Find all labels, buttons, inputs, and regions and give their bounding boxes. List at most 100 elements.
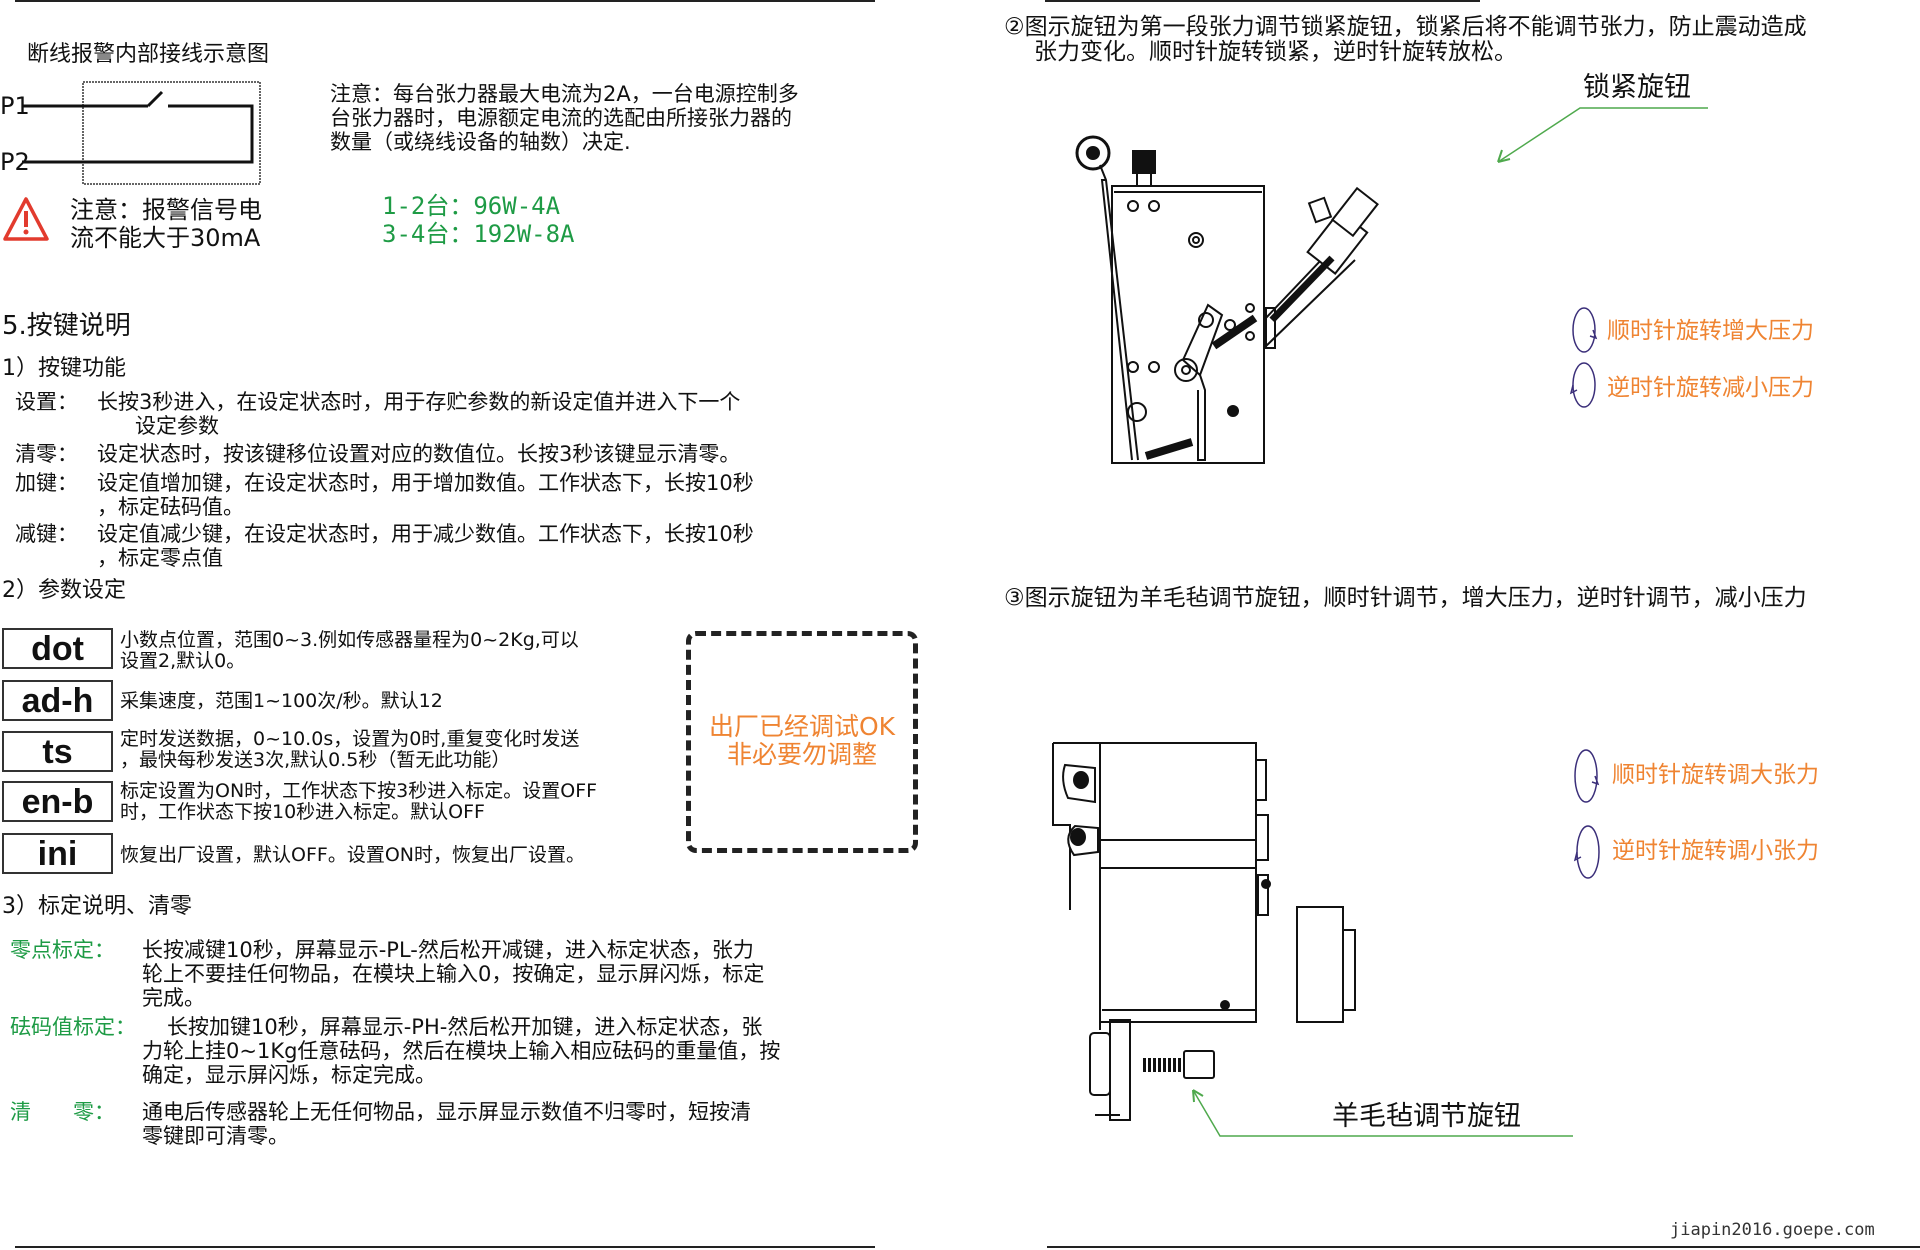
calib-desc: 长按减键10秒，屏幕显示-PL-然后松开减键，进入标定状态，张力 [142, 938, 754, 962]
side-bracket [1052, 742, 1101, 1030]
felt-side-box [1296, 906, 1344, 1023]
wiring-diagram [22, 81, 261, 185]
warning-line: 流不能大于30mA [70, 224, 261, 252]
function-desc: 设定状态时，按该键移位设置对应的数值位。长按3秒该键显示清零。 [97, 442, 741, 466]
param-desc-ini: 恢复出厂设置，默认OFF。设置ON时，恢复出厂设置。 [120, 845, 585, 866]
main-plate [1111, 185, 1265, 464]
param-desc-line: 采集速度，范围1~100次/秒。默认12 [120, 690, 443, 712]
calib-desc: 通电后传感器轮上无任何物品，显示屏显示数值不归零时，短按清 [142, 1100, 751, 1124]
tensioner-lock-drawing [1075, 135, 1379, 464]
param-desc-en-b: 标定设置为ON时，工作状态下按3秒进入标定。设置OFF 时，工作状态下按10秒进… [120, 781, 597, 823]
screw-holes [1127, 200, 1255, 422]
lock-counterclockwise-label: 逆时针旋转减小压力 [1607, 375, 1814, 401]
param-code-ts: ts [2, 731, 113, 772]
function-desc: 设定值增加键，在设定状态时，用于增加数值。工作状态下，长按10秒 [97, 471, 754, 495]
wiring-switch-circuit [22, 90, 254, 164]
power-specs: 1-2台：96W-4A 3-4台：192W-8A [382, 192, 575, 248]
top-rule-right [1045, 0, 1480, 2]
function-label: 清零： [15, 442, 78, 466]
calib-desc: 确定，显示屏闪烁，标定完成。 [142, 1063, 436, 1087]
param-code-ad-h: ad-h [2, 680, 113, 721]
factory-note: 出厂已经调试OK 非必要勿调整 [686, 713, 918, 769]
felt-pulley [1089, 1032, 1111, 1096]
lock-clockwise-label: 顺时针旋转增大压力 [1607, 318, 1814, 344]
top-knob [1132, 150, 1156, 174]
param-desc-ts: 定时发送数据，0~10.0s，设置为0时,重复变化时发送 ，最快每秒发送3次,默… [120, 729, 579, 771]
param-desc-line: ，最快每秒发送3次,默认0.5秒（暂无此功能） [120, 749, 511, 771]
param-desc-line: 小数点位置，范围0~3.例如传感器量程为0~2Kg,可以 [120, 629, 579, 651]
bottom-rule-right [1047, 1246, 1920, 1248]
tension-spring [1269, 255, 1335, 323]
function-desc: ，标定砝码值。 [97, 495, 244, 519]
function-desc: ，标定零点值 [97, 546, 223, 570]
factory-note-line: 出厂已经调试OK [708, 712, 896, 741]
alarm-current-warning: 注意：报警信号电 流不能大于30mA [70, 196, 262, 252]
lock-knob-callout: 锁紧旋钮 [1583, 72, 1691, 103]
felt-counterclockwise-label: 逆时针旋转调小张力 [1612, 838, 1819, 864]
top-rule-left [15, 0, 875, 2]
bottom-rule-left [15, 1246, 875, 1248]
lock-knob-line: ②图示旋钮为第一段张力调节锁紧旋钮，锁紧后将不能调节张力，防止震动造成 [1004, 14, 1807, 40]
calib-desc: 力轮上挂0~1Kg任意砝码，然后在模块上输入相应砝码的重量值，按 [142, 1039, 781, 1063]
function-label: 设置： [15, 390, 78, 414]
param-desc-line: 设置2,默认0。 [120, 650, 246, 672]
factory-note-line: 非必要勿调整 [726, 740, 877, 769]
function-desc: 设定参数 [135, 414, 219, 438]
param-desc-ad-h: 采集速度，范围1~100次/秒。默认12 [120, 691, 443, 712]
calib-desc: 轮上不要挂任何物品，在模块上输入0，按确定，显示屏闪烁，标定 [142, 962, 765, 986]
felt-main-body [1099, 742, 1257, 1023]
calib-label: 清 零： [10, 1100, 115, 1124]
calib-label: 砝码值标定： [10, 1015, 136, 1039]
power-note-line: 台张力器时，电源额定电流的选配由所接张力器的 [330, 106, 792, 130]
param-desc-line: 时，工作状态下按10秒进入标定。默认OFF [120, 801, 485, 823]
function-label: 加键： [15, 471, 78, 495]
rotation-icons-felt [1573, 749, 1600, 879]
felt-knob-description: ③图示旋钮为羊毛毡调节旋钮，顺时针调节，增大压力，逆时针调节，减小压力 [1004, 585, 1807, 611]
counterclockwise-rotation-icon [1572, 362, 1596, 408]
wiring-title: 断线报警内部接线示意图 [27, 42, 270, 67]
warning-line: 注意：报警信号电 [70, 196, 262, 224]
terminal-p1-label: P1 [0, 92, 30, 120]
functions-heading: 1）按键功能 [2, 356, 126, 381]
lower-spring [1144, 438, 1194, 460]
felt-adjust-knob [1183, 1050, 1215, 1079]
power-spec-1-2: 1-2台：96W-4A [382, 192, 561, 220]
wiring-enclosure [82, 81, 261, 185]
power-spec-3-4: 3-4台：192W-8A [382, 220, 575, 248]
counterclockwise-rotation-icon [1576, 825, 1600, 879]
guide-roller [1075, 135, 1111, 171]
side-knob [1342, 929, 1356, 1011]
clockwise-rotation-icon [1572, 307, 1596, 353]
param-desc-dot: 小数点位置，范围0~3.例如传感器量程为0~2Kg,可以 设置2,默认0。 [120, 630, 579, 672]
calib-heading: 3）标定说明、清零 [2, 894, 192, 919]
param-code-dot: dot [2, 628, 113, 669]
calib-desc: 长按加键10秒，屏幕显示-PH-然后松开加键，进入标定状态，张 [167, 1015, 763, 1039]
function-desc: 长按3秒进入，在设定状态时，用于存贮参数的新设定值并进入下一个 [97, 390, 741, 414]
param-desc-line: 标定设置为ON时，工作状态下按3秒进入标定。设置OFF [120, 780, 598, 802]
power-note: 注意：每台张力器最大电流为2A，一台电源控制多 台张力器时，电源额定电流的选配由… [330, 82, 799, 154]
felt-clockwise-label: 顺时针旋转调大张力 [1612, 762, 1819, 788]
lock-knob-arrow-icon [1497, 107, 1708, 163]
keys-heading: 5.按键说明 [2, 311, 131, 341]
calib-desc: 零键即可清零。 [142, 1124, 289, 1148]
power-note-line: 注意：每台张力器最大电流为2A，一台电源控制多 [330, 82, 799, 106]
factory-note-box [686, 631, 918, 853]
clockwise-rotation-icon [1574, 749, 1598, 803]
function-desc: 设定值减少键，在设定状态时，用于减少数值。工作状态下，长按10秒 [97, 522, 754, 546]
param-code-en-b: en-b [2, 781, 113, 822]
param-desc-line: 恢复出厂设置，默认OFF。设置ON时，恢复出厂设置。 [120, 844, 585, 866]
power-note-line: 数量（或绕线设备的轴数）决定. [330, 130, 631, 154]
lock-knob-line: 张力变化。顺时针旋转锁紧，逆时针旋转放松。 [1034, 39, 1517, 65]
felt-knob-callout: 羊毛毡调节旋钮 [1332, 1101, 1521, 1132]
lock-knob-description: ②图示旋钮为第一段张力调节锁紧旋钮，锁紧后将不能调节张力，防止震动造成 张力变化… [1004, 15, 1807, 65]
calib-desc: 完成。 [142, 986, 205, 1010]
watermark: jiapin2016.goepe.com [1670, 1220, 1875, 1240]
felt-knob-arrow-icon [1192, 1089, 1573, 1137]
upper-spring [1211, 314, 1258, 350]
warning-icon [3, 197, 49, 241]
side-tab [1265, 307, 1276, 349]
params-heading: 2）参数设定 [2, 578, 126, 603]
rotation-icons-lock [1569, 307, 1598, 408]
function-label: 减键： [15, 522, 78, 546]
calib-label: 零点标定： [10, 938, 115, 962]
